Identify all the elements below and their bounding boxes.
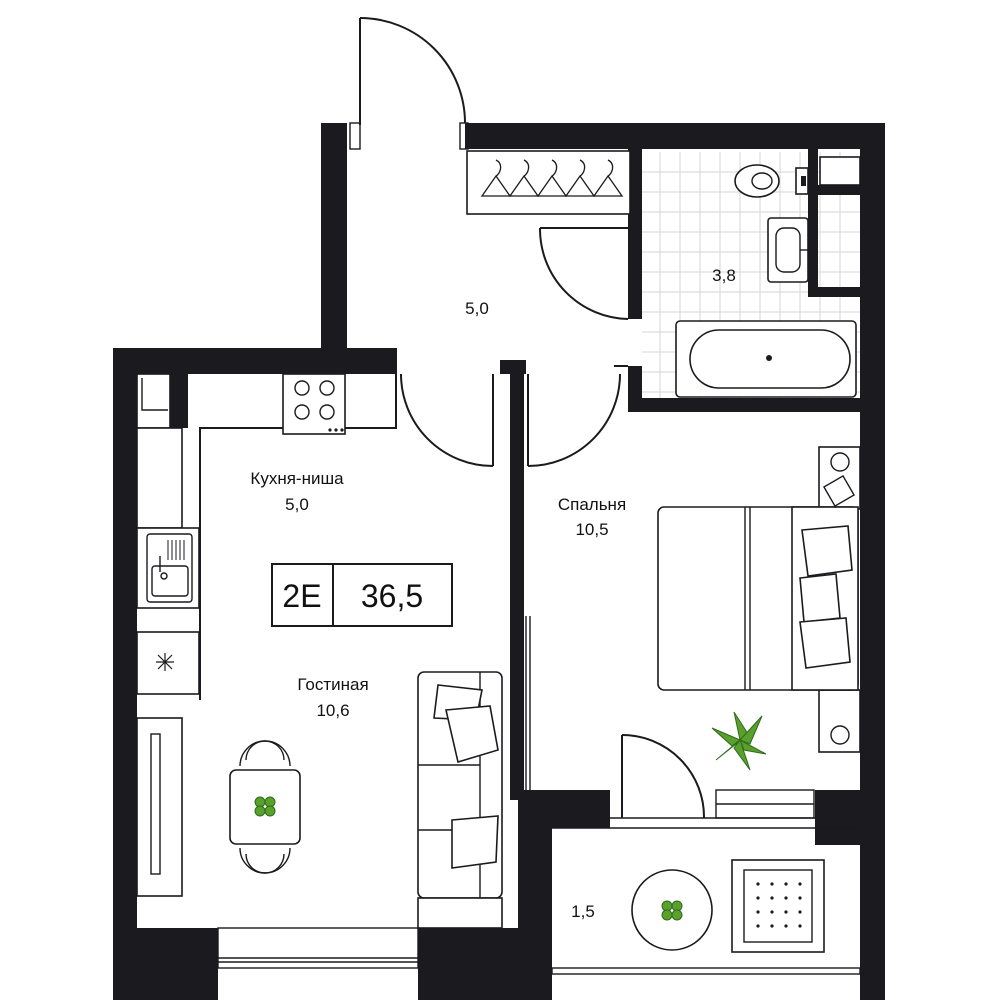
kitchen-fixtures (136, 373, 397, 897)
hanger-icon (592, 159, 624, 197)
plant-icon (254, 711, 767, 921)
balcony-area: 1,5 (571, 902, 595, 921)
bathroom-fixtures (675, 156, 861, 398)
hanger-icon (536, 159, 568, 197)
cushion-dot (770, 910, 774, 914)
hanger-icon (480, 159, 512, 197)
living-name: Гостиная (297, 675, 368, 694)
cushion-dot (798, 910, 802, 914)
wardrobe (466, 150, 631, 215)
cushion-dot (798, 882, 802, 886)
cushion-dot (798, 924, 802, 928)
kitchen-name: Кухня-ниша (250, 469, 344, 488)
hallway-area: 5,0 (465, 299, 489, 318)
bedroom-name: Спальня (558, 495, 626, 514)
cushion-dot (784, 924, 788, 928)
doors (349, 17, 706, 819)
kitchen-area: 5,0 (285, 495, 309, 514)
cushion-dot (756, 882, 760, 886)
cushion-dot (756, 924, 760, 928)
hanger-icon (564, 159, 596, 197)
cushion-dot (770, 882, 774, 886)
hanger-icon (508, 159, 540, 197)
balcony-furniture (631, 859, 825, 953)
cushion-dot (784, 882, 788, 886)
cushion-dot (784, 896, 788, 900)
bedroom-furniture (657, 446, 861, 753)
cushion-dot (756, 896, 760, 900)
bedroom-area: 10,5 (575, 520, 608, 539)
snowflake-icon (156, 653, 174, 671)
cushion-dot (784, 910, 788, 914)
apartment-type: 2E (282, 578, 321, 614)
cushion-dot (770, 924, 774, 928)
bathroom-area: 3,8 (712, 266, 736, 285)
living-furniture (229, 671, 503, 929)
apartment-badge: 2E 36,5 (271, 563, 453, 627)
cushion-dot (756, 910, 760, 914)
total-area: 36,5 (361, 578, 423, 614)
walls (113, 123, 885, 1000)
cushion-dot (770, 896, 774, 900)
windows (217, 616, 861, 975)
living-area: 10,6 (316, 701, 349, 720)
cushion-dot (798, 896, 802, 900)
